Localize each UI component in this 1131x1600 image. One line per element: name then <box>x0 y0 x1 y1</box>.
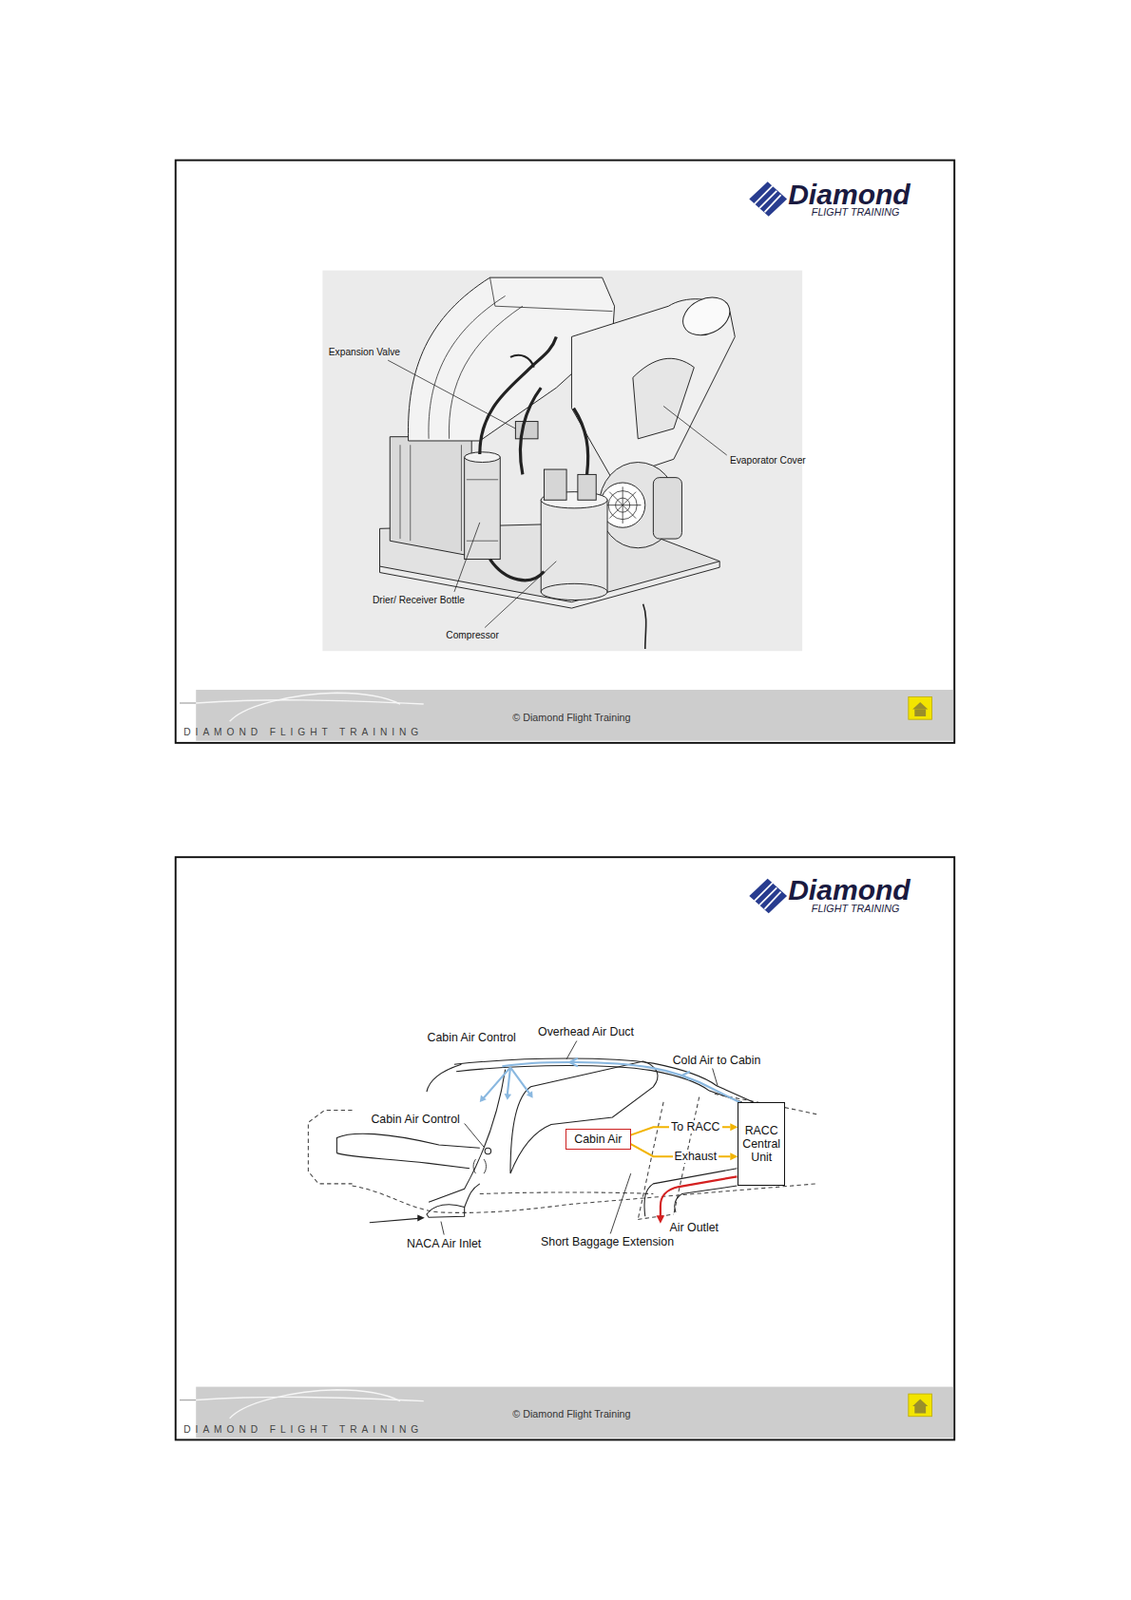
slide-frame <box>175 857 955 1440</box>
part-label: Drier/ Receiver Bottle <box>372 594 465 607</box>
copyright-footer: © Diamond Flight Training <box>512 1408 631 1420</box>
callout-label: Air Outlet <box>670 1221 719 1235</box>
copyright-footer: © Diamond Flight Training <box>512 711 631 724</box>
footer-wordmark: DIAMOND FLIGHT TRAINING <box>183 1424 423 1437</box>
arrow-head <box>729 1152 738 1161</box>
callout-label: Short Baggage Extension <box>540 1235 674 1249</box>
central-unit-box: RACC Central Unit <box>737 1102 786 1187</box>
node-text: Cabin Air <box>574 1132 622 1147</box>
part-label: Evaporator Cover <box>729 455 806 467</box>
aircraft-airflow-illustration <box>307 1040 817 1235</box>
footer-wordmark: DIAMOND FLIGHT TRAINING <box>183 727 423 739</box>
flow-label: Exhaust <box>672 1150 720 1164</box>
callout-label: Cabin Air Control <box>370 1112 460 1127</box>
flow-label: To RACC <box>669 1120 722 1134</box>
slide-frame <box>175 160 955 744</box>
logo-subtitle: FLIGHT TRAINING <box>811 902 900 915</box>
callout-label: Cabin Air Control <box>427 1031 517 1045</box>
arrow-head <box>729 1123 738 1131</box>
cabin-air-box: Cabin Air <box>565 1129 632 1151</box>
callout-label: Overhead Air Duct <box>537 1025 634 1039</box>
callout-label: NACA Air Inlet <box>406 1237 481 1251</box>
callout-label: Cold Air to Cabin <box>672 1054 762 1068</box>
node-text: RACC Central Unit <box>742 1124 781 1166</box>
part-label: Compressor <box>445 630 499 642</box>
logo-subtitle: FLIGHT TRAINING <box>811 206 900 218</box>
part-label: Expansion Valve <box>328 346 401 359</box>
